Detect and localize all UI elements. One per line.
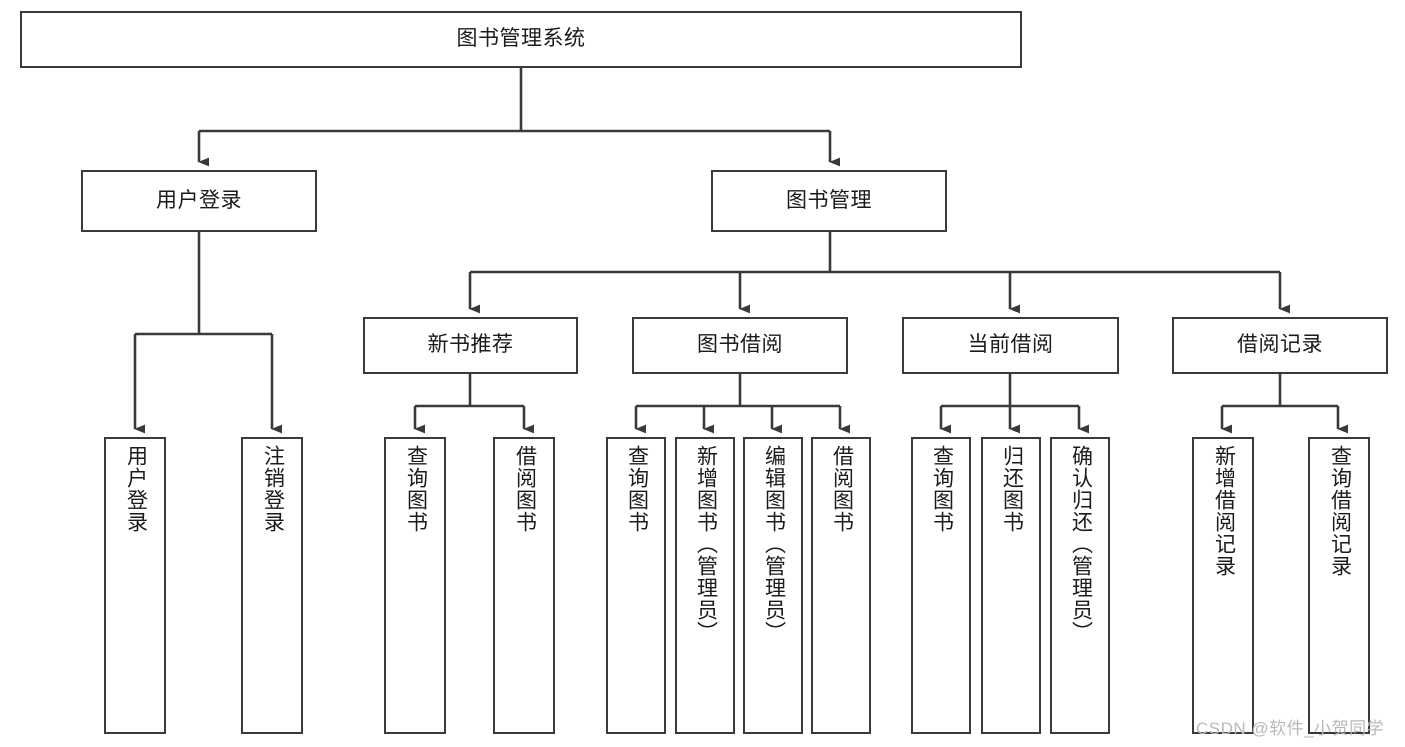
node-label: 确认归还（管理员） [1069, 445, 1093, 643]
node-label: 注销登录 [261, 445, 285, 533]
edges-borrow-records-to-leaves [1220, 374, 1349, 434]
node-label: 借阅记录 [1237, 333, 1323, 357]
node-label: 图书管理 [786, 188, 872, 212]
node-label: 借阅图书 [830, 445, 854, 533]
node-label: 当前借阅 [967, 333, 1054, 357]
leaf-query-book-recommend[interactable]: 查询图书 [384, 437, 446, 734]
node-label: 新书推荐 [427, 333, 514, 357]
edges-new-book-to-leaves [413, 374, 535, 434]
node-label: 新增图书（管理员） [694, 445, 718, 643]
leaf-logout[interactable]: 注销登录 [241, 437, 303, 734]
node-label: 用户登录 [156, 188, 242, 212]
edges-user-login-to-leaves [133, 232, 283, 434]
edges-current-borrow-to-leaves [939, 374, 1090, 434]
edges-book-borrow-to-leaves [634, 374, 851, 434]
leaf-user-login[interactable]: 用户登录 [104, 437, 166, 734]
node-user-login[interactable]: 用户登录 [81, 170, 317, 232]
node-label: 查询图书 [930, 445, 954, 533]
edges-book-manage-to-level2 [468, 232, 1291, 314]
csdn-watermark: CSDN @软件_小贺同学 [1196, 719, 1385, 738]
node-label: 查询图书 [625, 445, 649, 533]
leaf-borrow-book[interactable]: 借阅图书 [811, 437, 871, 734]
node-borrow-records[interactable]: 借阅记录 [1172, 317, 1388, 374]
node-label: 新增借阅记录 [1212, 445, 1236, 577]
edges-root-to-level1 [197, 68, 841, 167]
leaf-add-borrow-record[interactable]: 新增借阅记录 [1192, 437, 1254, 734]
leaf-query-book-current[interactable]: 查询图书 [911, 437, 971, 734]
leaf-query-book-borrow[interactable]: 查询图书 [606, 437, 666, 734]
node-label: 编辑图书（管理员） [762, 445, 786, 643]
node-label: 图书借阅 [697, 333, 783, 357]
leaf-confirm-return-admin[interactable]: 确认归还（管理员） [1050, 437, 1110, 734]
node-label: 图书管理系统 [456, 27, 586, 51]
node-label: 借阅图书 [513, 445, 537, 533]
node-current-borrow[interactable]: 当前借阅 [902, 317, 1119, 374]
node-new-book-recommend[interactable]: 新书推荐 [363, 317, 578, 374]
node-root-book-management-system[interactable]: 图书管理系统 [20, 11, 1022, 68]
node-label: 用户登录 [124, 445, 148, 533]
leaf-return-book[interactable]: 归还图书 [981, 437, 1041, 734]
node-book-borrow[interactable]: 图书借阅 [632, 317, 848, 374]
leaf-add-book-admin[interactable]: 新增图书（管理员） [675, 437, 735, 734]
node-label: 查询图书 [404, 445, 428, 533]
node-book-management[interactable]: 图书管理 [711, 170, 947, 232]
leaf-edit-book-admin[interactable]: 编辑图书（管理员） [743, 437, 803, 734]
leaf-query-borrow-record[interactable]: 查询借阅记录 [1308, 437, 1370, 734]
node-label: 查询借阅记录 [1328, 445, 1352, 577]
node-label: 归还图书 [1000, 445, 1024, 533]
leaf-borrow-book-recommend[interactable]: 借阅图书 [493, 437, 555, 734]
